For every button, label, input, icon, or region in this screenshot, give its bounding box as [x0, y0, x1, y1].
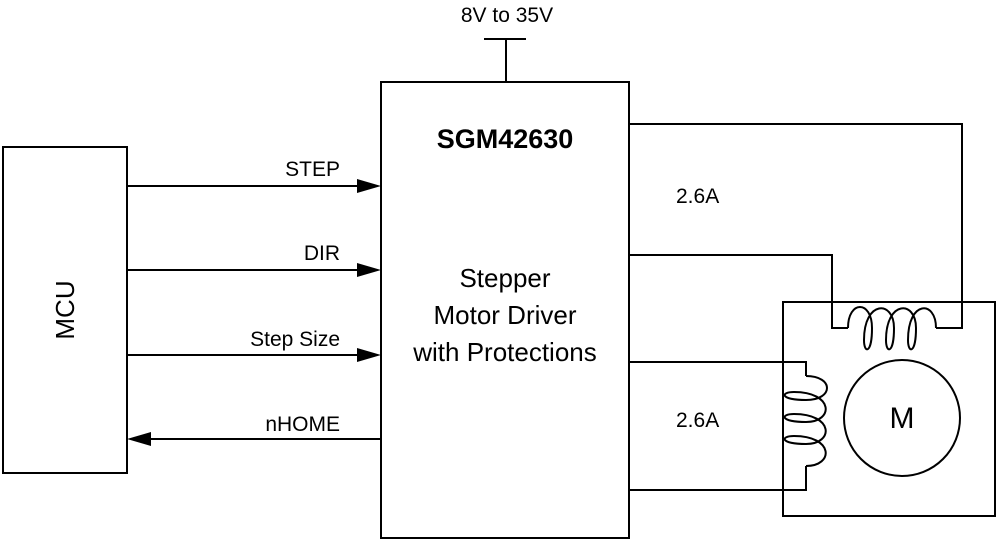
coil-a-wire-top: [629, 123, 963, 329]
step-arrow-icon: [357, 179, 381, 193]
driver-chip-block: SGM42630 Stepper Motor Driver with Prote…: [380, 81, 630, 539]
signal-step-size: Step Size: [127, 328, 381, 362]
coil-b-wiring: 2.6A: [629, 361, 828, 491]
mcu-box: [2, 146, 128, 474]
step-size-label: Step Size: [250, 328, 340, 351]
chip-description-line-1: Stepper: [459, 263, 550, 293]
chip-name: SGM42630: [437, 124, 574, 154]
chip-description-line-3: with Protections: [412, 337, 597, 367]
mcu-label: MCU: [50, 280, 80, 339]
dir-arrow-icon: [357, 263, 381, 277]
supply-connection: 8V to 35V: [461, 4, 553, 82]
coil-b-wire-bottom: [629, 466, 807, 491]
coil-b-current: 2.6A: [676, 409, 719, 432]
mcu-block: MCU: [2, 146, 128, 474]
step-label: STEP: [285, 158, 340, 181]
nhome-arrow-icon: [127, 432, 151, 446]
nhome-label: nHOME: [265, 413, 340, 436]
coil-a-current: 2.6A: [676, 185, 719, 208]
signal-dir: DIR: [127, 242, 381, 277]
coil-b-icon: [783, 375, 828, 467]
motor-block: M: [782, 301, 996, 517]
signal-nhome: nHOME: [127, 413, 381, 446]
step-size-arrow-icon: [357, 348, 381, 362]
signal-step: STEP: [127, 158, 381, 193]
supply-label: 8V to 35V: [461, 4, 553, 27]
chip-description-line-2: Motor Driver: [433, 300, 576, 330]
driver-chip-box: [380, 81, 630, 539]
coil-a-wire-bottom: [629, 254, 848, 329]
coil-a-icon: [847, 306, 937, 351]
dir-label: DIR: [304, 242, 340, 265]
coil-a-wiring: 2.6A: [629, 123, 963, 351]
motor-label: M: [890, 402, 915, 435]
coil-b-wire-top: [629, 361, 807, 376]
motor-rotor-icon: [843, 359, 961, 477]
